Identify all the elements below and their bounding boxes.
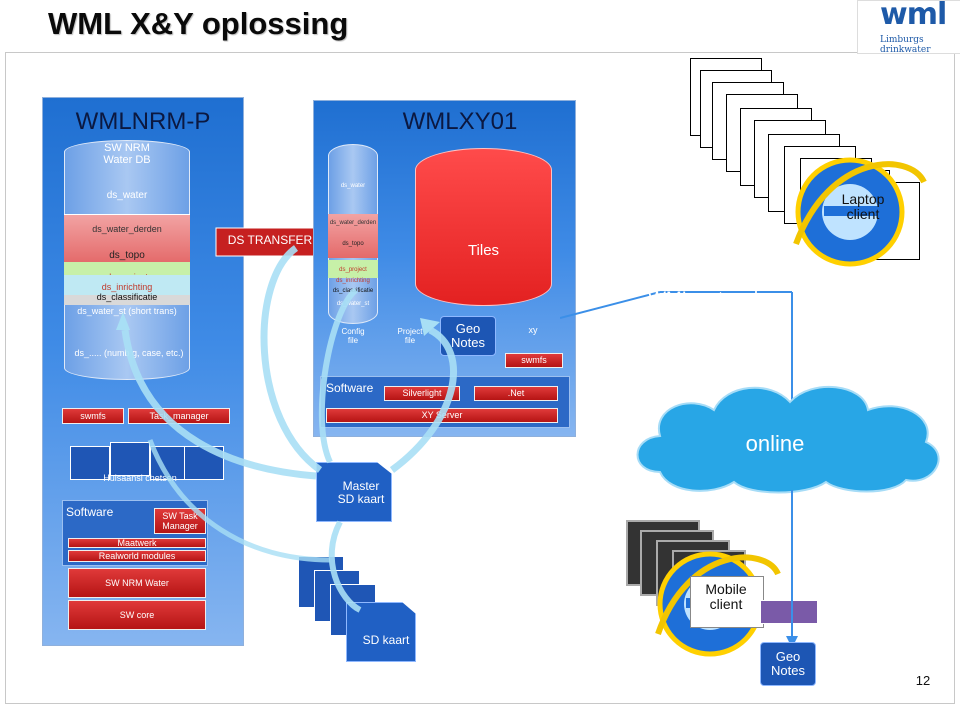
huisaansluitschetsen-label: Huisaansl chetsen bbox=[103, 473, 177, 483]
xy-geo-notes: Geo Notes bbox=[451, 321, 485, 351]
tiles-cylinder bbox=[415, 148, 552, 306]
nrm-swmfs: swmfs bbox=[62, 408, 124, 424]
page-number: 12 bbox=[915, 673, 931, 688]
mobile-red-bar bbox=[760, 600, 818, 624]
nrm-realworld: Realworld modules bbox=[68, 550, 206, 562]
online-cloud bbox=[636, 385, 940, 494]
master-sd-label: Master SD kaart bbox=[337, 479, 385, 507]
geo-notes-bottom-label: Geo Notes bbox=[771, 649, 805, 679]
mobile-client-label: Mobile client bbox=[705, 581, 747, 613]
tiles-label: Tiles bbox=[467, 242, 500, 259]
laptop-client-label: Laptop client bbox=[841, 191, 885, 223]
xy-ds-water: ds_water bbox=[340, 183, 366, 189]
xy-ds-project: ds_project bbox=[339, 267, 367, 273]
nrm-red-layer bbox=[64, 214, 190, 263]
wmlxy-title: WMLXY01 bbox=[402, 108, 518, 135]
wml-network-label: WML netwerk bbox=[648, 289, 764, 310]
nrm-sw-core: SW core bbox=[68, 600, 206, 630]
wmlnrm-title: WMLNRM-P bbox=[75, 108, 211, 135]
nrm-cyan-layer bbox=[64, 275, 190, 295]
xy-green-layer bbox=[328, 260, 378, 278]
xy-ds-water-derden: ds_water_derden bbox=[329, 220, 377, 226]
xy-config-file: Config file bbox=[341, 327, 365, 345]
logo-brand: wml bbox=[880, 0, 947, 32]
nrm-software-label: Software bbox=[66, 505, 114, 519]
slide-title: WML X&Y oplossing bbox=[48, 6, 349, 41]
nrm-ds-water: ds_water bbox=[106, 190, 148, 201]
nrm-maatwerk: Maatwerk bbox=[68, 538, 206, 548]
nrm-ds-water-derden: ds_water_derden bbox=[92, 224, 162, 234]
mobile-screen bbox=[690, 576, 764, 628]
nrm-ds-water-st: ds_water_st (short trans) bbox=[77, 306, 177, 316]
nrm-grey-layer bbox=[64, 295, 190, 305]
xy-swmfs: swmfs bbox=[505, 353, 563, 368]
huisaansluiting-stack-1 bbox=[70, 446, 110, 480]
ds-transfer-label: DS TRANSFER bbox=[227, 233, 313, 247]
nrm-task-manager: Task_manager bbox=[128, 408, 230, 424]
sd-card-label: SD kaart bbox=[362, 633, 410, 647]
nrm-green-layer bbox=[64, 262, 190, 275]
nrm-ds-classificatie: ds_classificatie bbox=[96, 292, 158, 302]
xy-red-layer bbox=[328, 214, 378, 258]
xy-ds-water-st: ds_water_st bbox=[336, 301, 370, 307]
xy-ds-topo: ds_topo bbox=[342, 241, 364, 247]
laptop-browser-icon bbox=[793, 157, 927, 267]
xy-ds-inrichting: ds_inrichting bbox=[336, 278, 370, 284]
xy-silverlight: Silverlight bbox=[384, 386, 460, 401]
xy-xy-label: xy bbox=[528, 325, 538, 335]
xy-software-label: Software bbox=[326, 381, 374, 395]
xy-net: .Net bbox=[474, 386, 558, 401]
nrm-sw-nrm-water: SW NRM Water bbox=[68, 568, 206, 598]
geo-notes-bottom-box bbox=[760, 642, 816, 686]
nrm-ds-inrichting: ds_inrichting bbox=[101, 282, 153, 292]
huisaansluiting-stack-2 bbox=[110, 442, 150, 476]
xy-project-file: Project file bbox=[397, 327, 423, 345]
nrm-db-label: SW NRM Water DB bbox=[103, 142, 151, 167]
master-sd-card bbox=[316, 462, 392, 522]
logo-tagline: Limburgs drinkwater bbox=[880, 35, 931, 55]
nrm-ds-topo: ds_topo bbox=[109, 250, 145, 261]
slide-frame bbox=[5, 52, 955, 704]
online-label: online bbox=[745, 431, 805, 456]
wml-logo: wml Limburgs drinkwater bbox=[857, 0, 960, 55]
